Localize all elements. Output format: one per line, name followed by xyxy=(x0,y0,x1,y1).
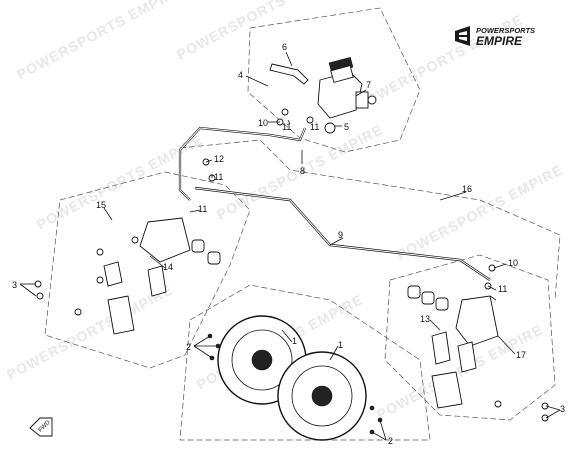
watermark-text: POWERSPORTS EMPIRE xyxy=(4,281,176,382)
disc-bolt xyxy=(369,405,375,411)
mount-bolt xyxy=(74,308,82,316)
callout-11: 11 xyxy=(282,122,291,132)
right-caliper-bracket xyxy=(431,371,463,409)
callout-10: 10 xyxy=(258,118,268,128)
front-right-caliper-outline xyxy=(384,254,556,421)
left-caliper-body xyxy=(139,217,191,263)
right-brake-pad xyxy=(457,341,477,373)
watermark-text: POWERSPORTS EMPIRE xyxy=(14,0,186,83)
watermark-text: POWERSPORTS EMPIRE xyxy=(394,161,566,262)
callout-11: 11 xyxy=(310,122,319,132)
leader-lines xyxy=(19,51,561,441)
brake-line-outline xyxy=(179,139,561,301)
left-caliper-piston xyxy=(207,251,221,265)
callout-5: 5 xyxy=(344,122,349,132)
clamp-bolt xyxy=(367,95,377,105)
left-caliper-piston xyxy=(191,239,205,253)
forward-direction-indicator: FWD xyxy=(29,417,53,437)
disc-outline xyxy=(179,284,431,441)
bleed-screw xyxy=(131,236,139,244)
callout-6: 6 xyxy=(282,42,287,52)
mount-bolt xyxy=(36,292,44,300)
mount-bolt xyxy=(541,414,549,422)
callout-16: 16 xyxy=(462,184,472,194)
callout-17: 17 xyxy=(516,350,526,360)
left-disc-hub xyxy=(251,349,273,371)
callout-3: 3 xyxy=(12,280,17,290)
callout-4: 4 xyxy=(238,70,243,80)
right-caliper-piston xyxy=(407,285,421,299)
washer xyxy=(281,108,289,116)
callout-13: 13 xyxy=(420,314,430,324)
callout-14: 14 xyxy=(163,262,173,272)
front-left-caliper-outline xyxy=(44,171,251,369)
clamp-bracket xyxy=(355,91,369,109)
empire-emblem-icon xyxy=(455,26,470,46)
callout-1: 1 xyxy=(292,336,297,346)
callout-9: 9 xyxy=(338,230,343,240)
mount-bolt xyxy=(541,402,549,410)
left-caliper-assembly xyxy=(34,217,221,335)
callout-2: 2 xyxy=(388,436,393,446)
right-caliper-assembly xyxy=(407,285,549,422)
callout-labels: 6 4 7 5 10 11 11 8 12 11 9 16 15 11 14 3… xyxy=(12,42,565,446)
right-disc-hub xyxy=(311,385,333,407)
washer xyxy=(306,116,314,124)
logo-top-text: POWERSPORTS xyxy=(476,26,535,35)
right-caliper-piston xyxy=(435,297,449,311)
mount-bolt xyxy=(494,400,502,408)
callout-2: 2 xyxy=(186,342,191,352)
left-disc-inner-ring xyxy=(231,329,293,391)
right-caliper-body xyxy=(455,295,499,347)
callout-7: 7 xyxy=(366,80,371,90)
callout-15: 15 xyxy=(96,200,106,210)
master-cylinder-outline xyxy=(247,7,421,153)
callout-12: 12 xyxy=(214,154,224,164)
watermark-text: POWERSPORTS EMPIRE xyxy=(174,0,346,63)
left-brake-pad xyxy=(103,261,123,287)
callout-3: 3 xyxy=(560,404,565,414)
brake-lever xyxy=(269,63,309,85)
banjo-bolt xyxy=(324,122,336,134)
brake-discs xyxy=(207,315,383,441)
right-disc-inner-ring xyxy=(291,365,353,427)
brand-logo: POWERSPORTS EMPIRE xyxy=(455,26,535,48)
callout-11: 11 xyxy=(198,204,207,214)
left-brake-pad xyxy=(147,265,167,297)
reservoir xyxy=(330,65,354,83)
mount-bolt xyxy=(96,276,104,284)
right-caliper-piston xyxy=(421,291,435,305)
callout-11: 11 xyxy=(214,172,223,182)
callout-10: 10 xyxy=(508,258,518,268)
callout-11: 11 xyxy=(498,284,507,294)
callout-8: 8 xyxy=(300,166,305,176)
logo-main-text: EMPIRE xyxy=(476,34,523,48)
left-caliper-bracket xyxy=(107,295,135,335)
upper-brake-hose-inner xyxy=(179,127,306,201)
mount-bolt xyxy=(96,248,104,256)
watermark-text: POWERSPORTS EMPIRE xyxy=(374,321,546,422)
master-cylinder-assembly xyxy=(269,56,377,134)
assembly-outlines xyxy=(44,7,561,441)
forward-arrow-icon xyxy=(29,417,53,437)
callout-1: 1 xyxy=(338,340,343,350)
right-brake-pad xyxy=(431,331,451,365)
